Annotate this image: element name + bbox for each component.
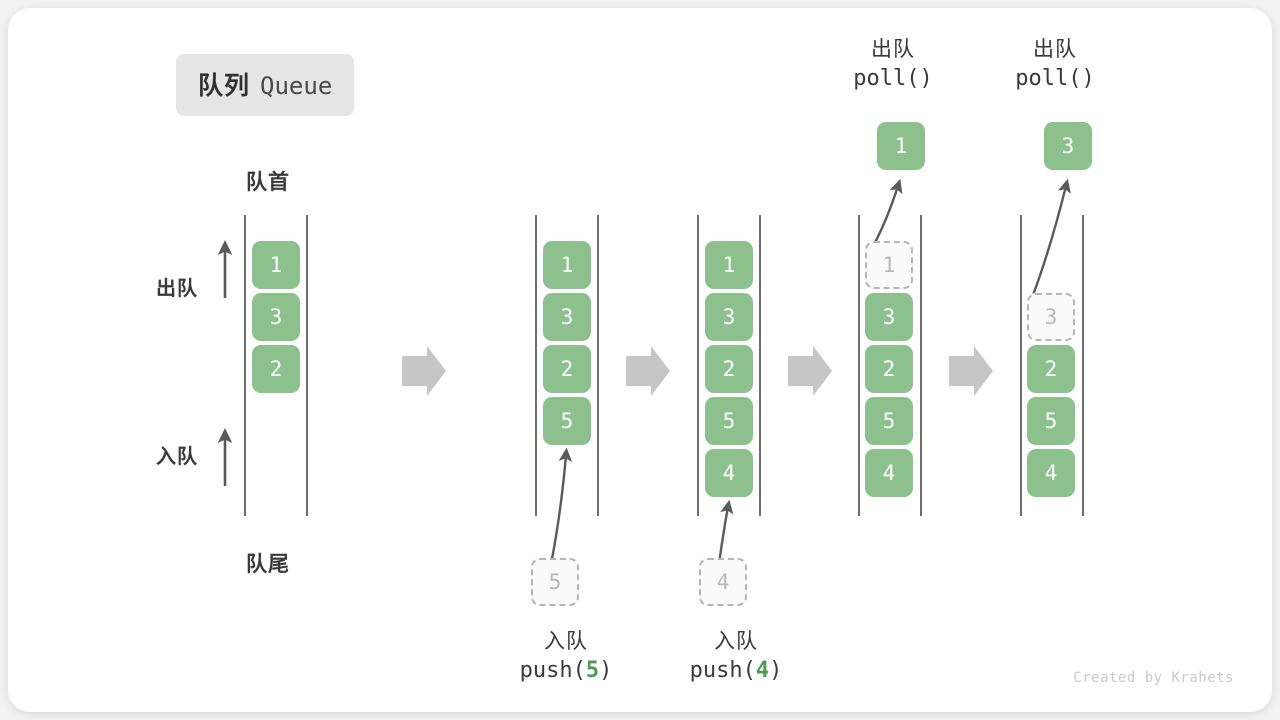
caption-push-5: 入队 push(5) (471, 628, 661, 685)
queue-item: 2 (705, 345, 753, 393)
queue-item: 4 (705, 449, 753, 497)
queue-item: 2 (252, 345, 300, 393)
caption-poll-1-fn: poll (853, 65, 907, 91)
caption-push-5-code: push(5) (519, 657, 613, 683)
queue-item: 5 (705, 397, 753, 445)
queue-item: 5 (865, 397, 913, 445)
push-arrow-p2 (549, 447, 573, 565)
queue-item: 1 (543, 241, 591, 289)
ghost-item-push: 4 (699, 558, 747, 606)
queue-item: 3 (705, 293, 753, 341)
caption-push-4-fn: push (689, 657, 743, 683)
step-arrow-4 (949, 346, 993, 396)
caption-push-5-arg: 5 (585, 657, 600, 683)
queue-item: 3 (252, 293, 300, 341)
diagram-title-badge: 队列 Queue (176, 54, 355, 116)
queue-item: 4 (865, 449, 913, 497)
caption-poll-3-fn: poll (1015, 65, 1069, 91)
queue-item: 2 (543, 345, 591, 393)
step-arrow-2 (626, 346, 670, 396)
caption-poll-1-cn: 出队 (871, 38, 915, 61)
queue-item: 2 (1027, 345, 1075, 393)
caption-poll-3-code: poll() (1015, 65, 1095, 91)
enqueue-side-label: 入队 (156, 446, 198, 468)
ghost-item-poll: 1 (865, 241, 913, 289)
queue-front-label: 队首 (246, 171, 290, 194)
diagram-card: 队列 Queue 队首 队尾 出队 入队 1 3 2 1 3 2 5 5 入队 … (8, 8, 1272, 712)
poll-arrow-p4 (870, 178, 903, 249)
caption-poll-1-code: poll() (853, 65, 933, 91)
queue-item: 2 (865, 345, 913, 393)
poll-arrow-p5 (1026, 178, 1071, 309)
caption-push-4-cn: 入队 (714, 630, 758, 653)
caption-push-4-arg: 4 (755, 657, 770, 683)
caption-poll-3: 出队 poll() (975, 36, 1135, 93)
queue-item: 3 (865, 293, 913, 341)
step-arrow-3 (788, 346, 832, 396)
caption-poll-3-cn: 出队 (1033, 38, 1077, 61)
step-arrow-1 (402, 346, 446, 396)
title-chinese: 队列 (198, 72, 251, 100)
caption-push-4-code: push(4) (689, 657, 783, 683)
queue-rear-label: 队尾 (246, 553, 290, 576)
watermark-credit: Created by Krahets (1073, 670, 1234, 686)
queue-item: 5 (1027, 397, 1075, 445)
caption-poll-1: 出队 poll() (813, 36, 973, 93)
caption-push-4: 入队 push(4) (641, 628, 831, 685)
queue-item: 3 (543, 293, 591, 341)
popped-item: 3 (1044, 122, 1092, 170)
push-arrow-p3 (717, 499, 734, 565)
caption-push-5-cn: 入队 (544, 630, 588, 653)
queue-item: 4 (1027, 449, 1075, 497)
dequeue-side-label: 出队 (156, 278, 198, 300)
queue-item: 1 (252, 241, 300, 289)
ghost-item-push: 5 (531, 558, 579, 606)
queue-item: 5 (543, 397, 591, 445)
ghost-item-poll: 3 (1027, 293, 1075, 341)
popped-item: 1 (877, 122, 925, 170)
title-english: Queue (260, 72, 333, 100)
queue-item: 1 (705, 241, 753, 289)
caption-push-5-fn: push (519, 657, 573, 683)
